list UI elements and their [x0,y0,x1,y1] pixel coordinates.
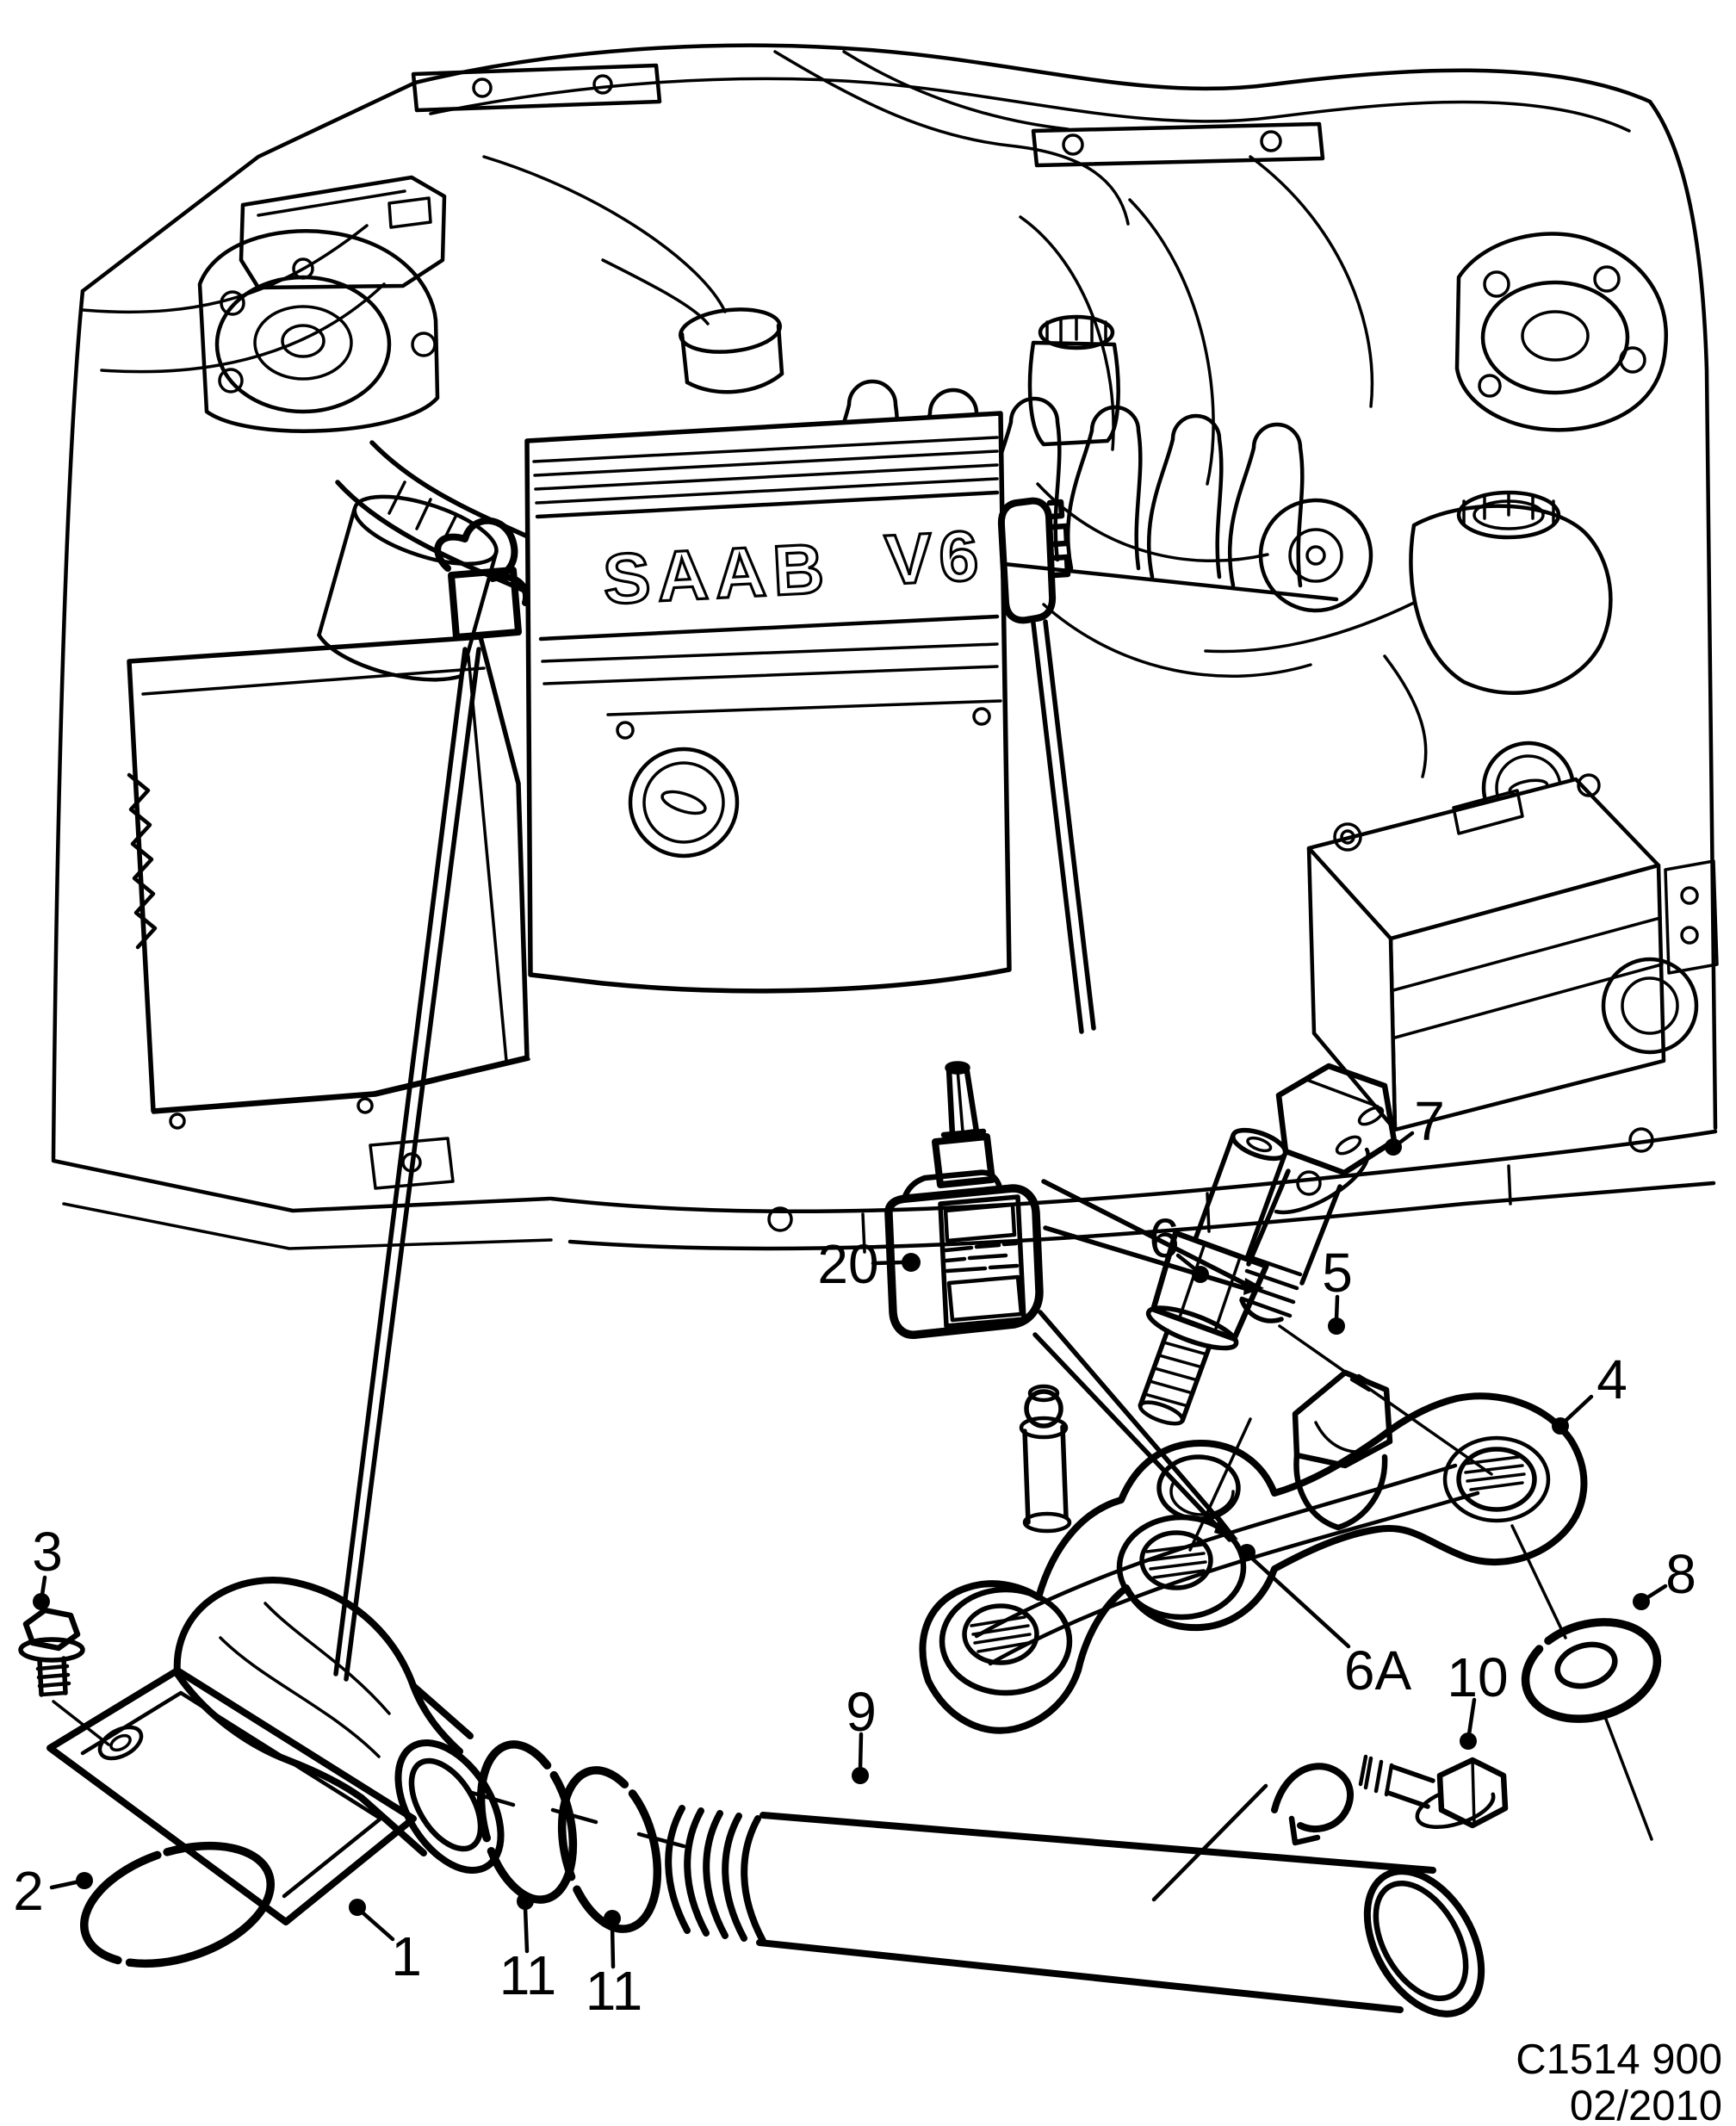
callout-4-label[interactable]: 4 [1596,1348,1628,1410]
part-20-sealant-bottle [884,1061,1044,1339]
saab-badge-text: SAAB [601,530,833,619]
callout-20-label[interactable]: 20 [817,1233,878,1295]
callout-2-label[interactable]: 2 [13,1860,44,1922]
callout-2[interactable]: 2 [13,1860,93,1922]
assembly-axis-ticks [469,1790,686,1849]
throttle-body [482,155,784,394]
callout-6a-label[interactable]: 6A [1344,1639,1412,1701]
part-8-washer [1510,1524,1662,1841]
engine-cover-badge: SAAB V6 [600,515,989,621]
callout-1[interactable]: 1 [349,1899,422,1987]
sensor-axis-line [1188,1417,1252,1552]
callout-20[interactable]: 20 [817,1233,921,1295]
part-10-flange-bolt [1358,1754,1509,1829]
callout-1-label[interactable]: 1 [391,1925,422,1987]
callout-11-first-label[interactable]: 11 [499,1944,556,2006]
part-2-gasket [80,1841,275,1968]
callout-6a[interactable]: 6A [1238,1544,1411,1701]
left-strut-tower [197,229,440,433]
callout-5[interactable]: 5 [1322,1242,1353,1335]
part-7-bolt [1239,1063,1493,1476]
part-6-pressure-sensor [1138,1127,1288,1426]
bottle-label [938,1194,1026,1329]
callouts: 1 2 3 4 5 6 6A 7 [13,1090,1696,2022]
ecu-box [239,175,447,290]
callout-9[interactable]: 9 [846,1681,877,1784]
callout-11-second[interactable]: 11 [586,1910,642,2022]
engine-bay-illustration: SAAB V6 [51,43,1719,1682]
expansion-tank [1204,490,1613,695]
part-11-oring-first [476,1740,578,1904]
callout-10[interactable]: 10 [1447,1646,1509,1750]
callout-3[interactable]: 3 [32,1521,63,1610]
leader-line-right [1031,619,1096,1034]
callout-11-first[interactable]: 11 [499,1893,556,2006]
coolant-reservoir-small [1027,314,1120,447]
sealant-pointer-lines [1032,1179,1264,1542]
hoses-and-wiring [773,50,1428,778]
callout-8[interactable]: 8 [1633,1543,1696,1610]
callout-7[interactable]: 7 [1385,1090,1445,1156]
callout-6[interactable]: 6 [1149,1207,1209,1283]
callout-7-label[interactable]: 7 [1414,1090,1445,1152]
callout-10-label[interactable]: 10 [1447,1646,1508,1708]
part-1-thermostat-housing [46,1577,505,1925]
callout-4[interactable]: 4 [1552,1348,1628,1435]
revision-date: 02/2010 [1570,2083,1722,2126]
hose-clip-left [434,517,530,641]
callout-9-label[interactable]: 9 [846,1681,877,1743]
washer-filler [1601,957,1699,1055]
hose-clip-right [997,497,1071,624]
belt-pulley [1258,498,1373,613]
oil-filler-cap [628,747,740,858]
callout-3-label[interactable]: 3 [32,1521,63,1583]
battery [1306,773,1666,1132]
part-4-bracket [919,1384,1588,1734]
right-strut-tower [1454,232,1668,432]
v6-badge-text: V6 [884,517,988,600]
hole-6a [1156,1454,1241,1522]
leader-line-left [333,647,481,1682]
callout-8-label[interactable]: 8 [1665,1543,1696,1605]
callout-11-second-label[interactable]: 11 [586,1960,642,2022]
part-3-flange-bolt [18,1607,110,1746]
drawing-code: C1514 900 [1516,2036,1722,2083]
callout-6-label[interactable]: 6 [1149,1207,1180,1269]
bracket-dowel-pin [1019,1384,1072,1534]
engine-cover: SAAB V6 [524,411,1012,994]
callout-5-label[interactable]: 5 [1322,1242,1353,1304]
front-frame [51,1127,1718,1254]
pipe-retaining-clip [1151,1763,1354,1902]
part-9-coolant-pipe [665,1763,1485,2018]
